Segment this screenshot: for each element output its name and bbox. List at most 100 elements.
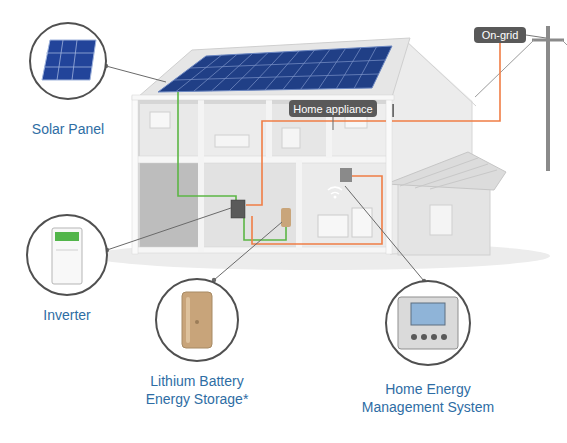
house-interior (266, 100, 272, 158)
house-devices (231, 200, 245, 218)
annex (398, 180, 490, 255)
hems-icon (398, 297, 458, 349)
component-caption: Inverter (0, 306, 137, 324)
leader-line (107, 208, 231, 250)
component-caption: Lithium Battery Energy Storage* (132, 372, 262, 408)
house-interior (140, 163, 198, 247)
hems-icon (411, 334, 417, 340)
inverter-icon (52, 228, 82, 284)
annex (386, 152, 506, 190)
roof-solar-panels (319, 49, 346, 90)
house-interior (136, 100, 390, 252)
wiring-green (178, 92, 286, 240)
roof (132, 38, 410, 100)
inverter-icon (56, 250, 78, 251)
circle-outline (155, 278, 239, 362)
tag-label: On-grid (474, 27, 526, 43)
inverter-icon (52, 228, 82, 284)
house-interior (132, 96, 138, 254)
power-pole (532, 39, 564, 42)
annex (430, 170, 497, 189)
house-interior (282, 128, 300, 148)
house-devices (281, 208, 291, 227)
house-interior (352, 208, 372, 237)
roof-solar-panels (283, 50, 315, 90)
leader-line (214, 222, 282, 280)
roof-solar-panels (354, 47, 376, 89)
gable-wall (406, 41, 476, 106)
wiring-green (178, 92, 236, 202)
wiring-orange (252, 176, 382, 244)
roof-solar-panels (301, 49, 330, 89)
roof-solar-panels (229, 53, 268, 91)
power-pole (562, 40, 567, 45)
house-interior (198, 100, 204, 252)
roof (138, 38, 410, 97)
house-devices (231, 168, 352, 227)
roof-solar-panels (190, 60, 385, 68)
annex (386, 152, 506, 255)
solar-panel-icon (46, 53, 94, 54)
solar-panel-icon (42, 40, 96, 80)
component-caption: Home Energy Management System (348, 380, 508, 416)
circle-outline (26, 214, 108, 296)
solar-panel-icon (44, 67, 92, 68)
solar-panel-icon (57, 40, 63, 80)
house-interior (140, 104, 198, 156)
battery-icon (195, 320, 199, 324)
house-devices (328, 187, 342, 190)
circle-outline (30, 23, 106, 99)
hems-icon (411, 303, 445, 325)
house-interior (132, 96, 392, 254)
hems-icon (431, 334, 437, 340)
leader-line (106, 66, 424, 281)
inverter-icon (55, 232, 79, 241)
house-interior (296, 160, 302, 250)
component-circle: Lithium Battery Energy Storage* (155, 278, 239, 362)
leader-dot (104, 64, 426, 283)
component-circle: Home Energy Management System (385, 280, 471, 366)
leader-line (333, 117, 334, 130)
annex (430, 205, 452, 235)
house-interior (204, 104, 266, 156)
component-caption: Solar Panel (0, 120, 138, 138)
power-pole (546, 26, 550, 171)
house-devices (334, 196, 337, 199)
gable-wall (406, 37, 478, 103)
house-interior (318, 215, 348, 237)
component-circle: Inverter (26, 214, 108, 296)
circle-outline (27, 215, 107, 295)
roof-solar-panels (158, 46, 392, 92)
house-interior (150, 112, 170, 128)
power-pole (472, 40, 534, 100)
tag-text: On-grid (482, 28, 519, 42)
solar-panel-icon (72, 40, 77, 80)
tag-text: Home appliance (293, 102, 373, 116)
house-interior (386, 96, 392, 254)
house-interior (136, 156, 390, 163)
wiring-orange (392, 43, 500, 121)
wiring-orange (246, 121, 386, 205)
roof-solar-panels (158, 46, 392, 92)
circle-outline (29, 22, 107, 100)
wiring-orange (246, 43, 500, 244)
battery-icon (186, 297, 190, 343)
roof-solar-panels (174, 74, 379, 80)
power-pole (472, 26, 567, 171)
hems-icon (421, 334, 427, 340)
house-devices (340, 168, 352, 182)
circle-outline (156, 279, 238, 361)
solar-panel-icon (42, 40, 96, 80)
roof-solar-panels (247, 52, 283, 91)
power-pole (526, 35, 546, 38)
house-interior (215, 135, 249, 147)
component-circle: Solar Panel (29, 22, 107, 100)
leader-line (106, 66, 166, 82)
hems-icon (441, 334, 447, 340)
annex (400, 158, 478, 186)
roof-solar-panels (194, 54, 237, 91)
